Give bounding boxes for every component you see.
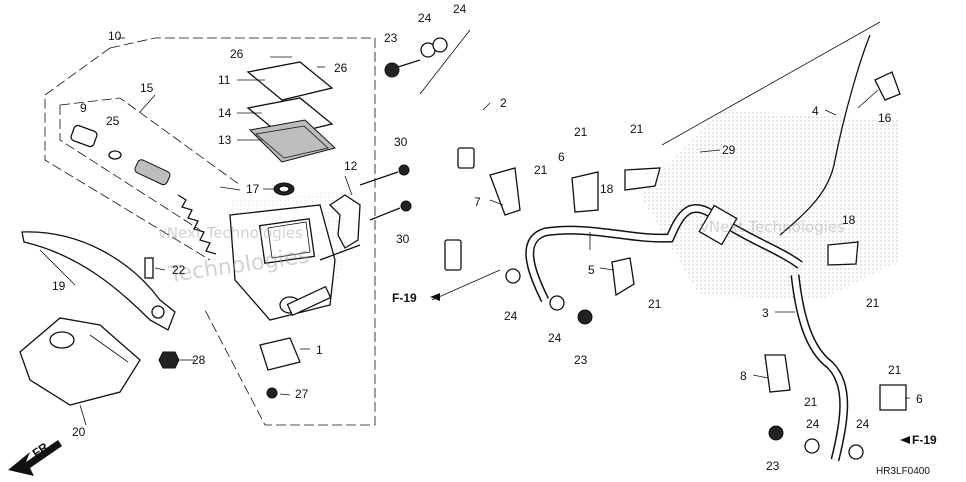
- part-num-16: 16: [878, 111, 892, 125]
- ref-arrow-icon-right: [900, 436, 910, 444]
- hose-clamp-5: [611, 257, 635, 297]
- part-num-3: 3: [762, 306, 769, 320]
- part-num-14: 14: [218, 106, 232, 120]
- ref-label-left: F-19: [392, 291, 417, 305]
- part-num-22: 22: [172, 263, 186, 277]
- part-num-24-mid-b: 24: [548, 331, 562, 345]
- bolt-23-top: [384, 62, 400, 78]
- washer-24-mid-a: [505, 268, 521, 284]
- part-num-24-bottom-a: 24: [806, 417, 820, 431]
- bolt-23-bottom: [768, 425, 784, 441]
- ref-label-right: F-19: [912, 433, 937, 447]
- master-cylinder-group-outline: [44, 37, 376, 426]
- lever-cover: [19, 317, 141, 406]
- part-num-21-d: 21: [648, 297, 662, 311]
- part-num-7: 7: [474, 195, 481, 209]
- leader-lines: [39, 21, 910, 426]
- part-num-21-b: 21: [630, 122, 644, 136]
- part-num-23-mid: 23: [574, 353, 588, 367]
- washer-24-bottom-a: [804, 438, 820, 454]
- part-num-24-mid-a: 24: [504, 309, 518, 323]
- part-num-28: 28: [192, 353, 206, 367]
- part-num-15: 15: [140, 81, 154, 95]
- part-num-24-top-b: 24: [453, 2, 467, 16]
- front-direction-arrow-icon: [8, 440, 62, 476]
- brake-lever: [21, 231, 176, 331]
- master-cylinder-body: [229, 204, 361, 321]
- part-num-5: 5: [588, 263, 595, 277]
- hose-bracket-8: [764, 354, 791, 393]
- part-num-12: 12: [344, 159, 358, 173]
- lower-brake-hose: [790, 274, 849, 462]
- part-labels: 1 2 3 4 5 6 6 7 8 9 10 11 12 13 14 15 16…: [52, 2, 923, 473]
- hose-guide-18-lower: [827, 241, 859, 266]
- part-num-21-a: 21: [574, 125, 588, 139]
- pipe-clamp-16: [874, 71, 901, 101]
- diagram-code: HR3LF0400: [876, 466, 930, 477]
- lever-nut: [158, 351, 180, 369]
- part-num-29: 29: [722, 143, 736, 157]
- part-num-17: 17: [246, 182, 260, 196]
- part-num-24-top-a: 24: [418, 11, 432, 25]
- hose-clamp-6-upper: [571, 171, 599, 213]
- shaded-area-right: [640, 110, 900, 300]
- part-num-21-c: 21: [534, 163, 548, 177]
- part-num-27: 27: [295, 387, 309, 401]
- part-num-21-g: 21: [888, 363, 902, 377]
- part-num-26-left: 26: [230, 47, 244, 61]
- switch-screw: [266, 387, 278, 399]
- part-num-6-upper: 6: [558, 150, 565, 164]
- part-num-1: 1: [316, 343, 323, 357]
- hose-bracket-7: [489, 167, 521, 216]
- part-num-11: 11: [218, 73, 231, 87]
- part-num-2: 2: [500, 96, 507, 110]
- part-num-21-e: 21: [866, 296, 880, 310]
- part-num-9: 9: [80, 101, 87, 115]
- part-num-30-upper: 30: [394, 135, 408, 149]
- stop-switch: [259, 337, 301, 371]
- upper-brake-hose: [444, 44, 486, 271]
- seal-ring-inner: [278, 185, 290, 193]
- hose-clamp-6-lower: [879, 384, 907, 411]
- center-brake-hose: [525, 204, 803, 303]
- part-num-19: 19: [52, 279, 66, 293]
- part-num-23-top: 23: [384, 31, 398, 45]
- piston-kit: [70, 124, 217, 255]
- part-num-13: 13: [218, 133, 232, 147]
- brake-pipe: [779, 34, 871, 236]
- washer-24-mid-b: [549, 295, 565, 311]
- holder-bracket: [328, 194, 361, 249]
- part-num-18-upper: 18: [600, 182, 614, 196]
- part-num-26-right: 26: [334, 61, 348, 75]
- washer-24-bottom-b: [848, 444, 864, 460]
- watermark-2: vNext Technologies: [700, 218, 845, 236]
- part-num-8: 8: [740, 369, 747, 383]
- part-num-30-lower: 30: [396, 232, 410, 246]
- spring: [177, 194, 217, 255]
- ref-arrow-icon-left: [430, 293, 440, 301]
- part-num-10: 10: [108, 29, 122, 43]
- part-num-21-f: 21: [804, 395, 818, 409]
- part-num-20: 20: [72, 425, 86, 439]
- part-num-4: 4: [812, 104, 819, 118]
- washer-24-top-b: [432, 37, 448, 53]
- part-num-6-lower: 6: [916, 392, 923, 406]
- holder-bolt: [359, 164, 412, 221]
- part-num-25: 25: [106, 114, 120, 128]
- hose-guide-18-upper: [624, 167, 661, 191]
- reservoir-cap-stack: [246, 61, 337, 163]
- watermark-1: vNext Technologies: [158, 224, 303, 242]
- part-num-23-bottom: 23: [766, 459, 780, 473]
- bolt-23-mid: [577, 309, 593, 325]
- part-num-24-bottom-b: 24: [856, 417, 870, 431]
- part-num-18-lower: 18: [842, 213, 856, 227]
